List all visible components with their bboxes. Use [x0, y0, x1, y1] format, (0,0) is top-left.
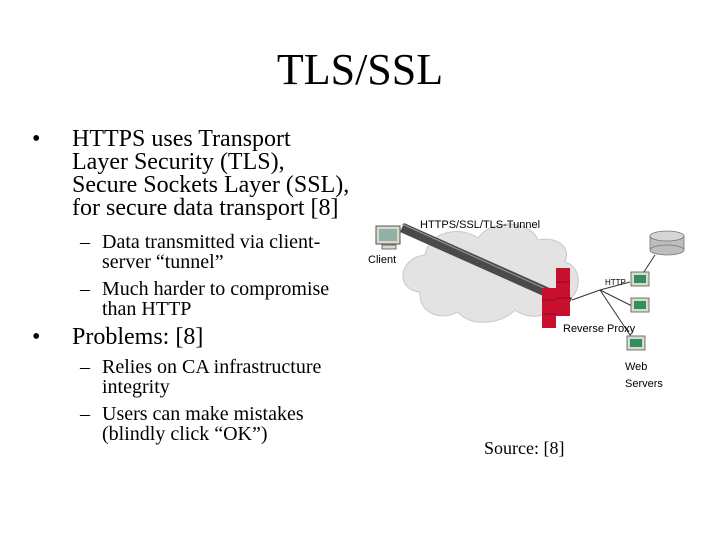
tls-tunnel-diagram: HTTPS/SSL/TLS-Tunnel Client HTTP Reverse… [368, 219, 685, 390]
servers-label-web: Web [625, 361, 647, 373]
servers-label-servers: Servers [625, 378, 663, 390]
subbullet-line: integrity [102, 376, 170, 398]
client-computer-icon [375, 225, 401, 250]
slide-title: TLS/SSL [276, 45, 444, 94]
tunnel-label: HTTPS/SSL/TLS-Tunnel [420, 219, 540, 231]
proxy-label: Reverse Proxy [563, 323, 636, 335]
bullet-line: Layer Security (TLS), [72, 149, 285, 175]
firewall-icon [542, 268, 570, 328]
server-monitor-icon [626, 335, 646, 351]
bullet-dot: • [32, 126, 41, 152]
database-icon [649, 230, 685, 256]
subbullet-dash: – [80, 356, 90, 378]
http-links [571, 254, 656, 339]
server-monitor-icon [630, 271, 650, 287]
bullet-line: Problems: [8] [72, 324, 204, 350]
bullet-line: for secure data transport [8] [72, 195, 339, 221]
subbullet-line: Users can make mistakes [102, 403, 304, 425]
server-monitor-icon [630, 297, 650, 313]
subbullet-line: Relies on CA infrastructure [102, 356, 322, 378]
subbullet-dash: – [80, 231, 90, 253]
subbullet-line: Much harder to compromise [102, 278, 330, 300]
http-label: HTTP [605, 278, 626, 287]
subbullet-line: Data transmitted via client- [102, 231, 321, 253]
tls-tunnel [400, 223, 572, 307]
subbullet-dash: – [80, 278, 90, 300]
subbullet-line: server “tunnel” [102, 251, 224, 273]
bullet-dot: • [32, 324, 41, 350]
subbullet-dash: – [80, 403, 90, 425]
bullet-line: HTTPS uses Transport [72, 126, 291, 152]
subbullet-line: than HTTP [102, 298, 192, 320]
bullet-line: Secure Sockets Layer (SSL), [72, 172, 350, 198]
source-citation: Source: [8] [484, 438, 565, 458]
subbullet-line: (blindly click “OK”) [102, 423, 268, 445]
client-label: Client [368, 254, 396, 266]
